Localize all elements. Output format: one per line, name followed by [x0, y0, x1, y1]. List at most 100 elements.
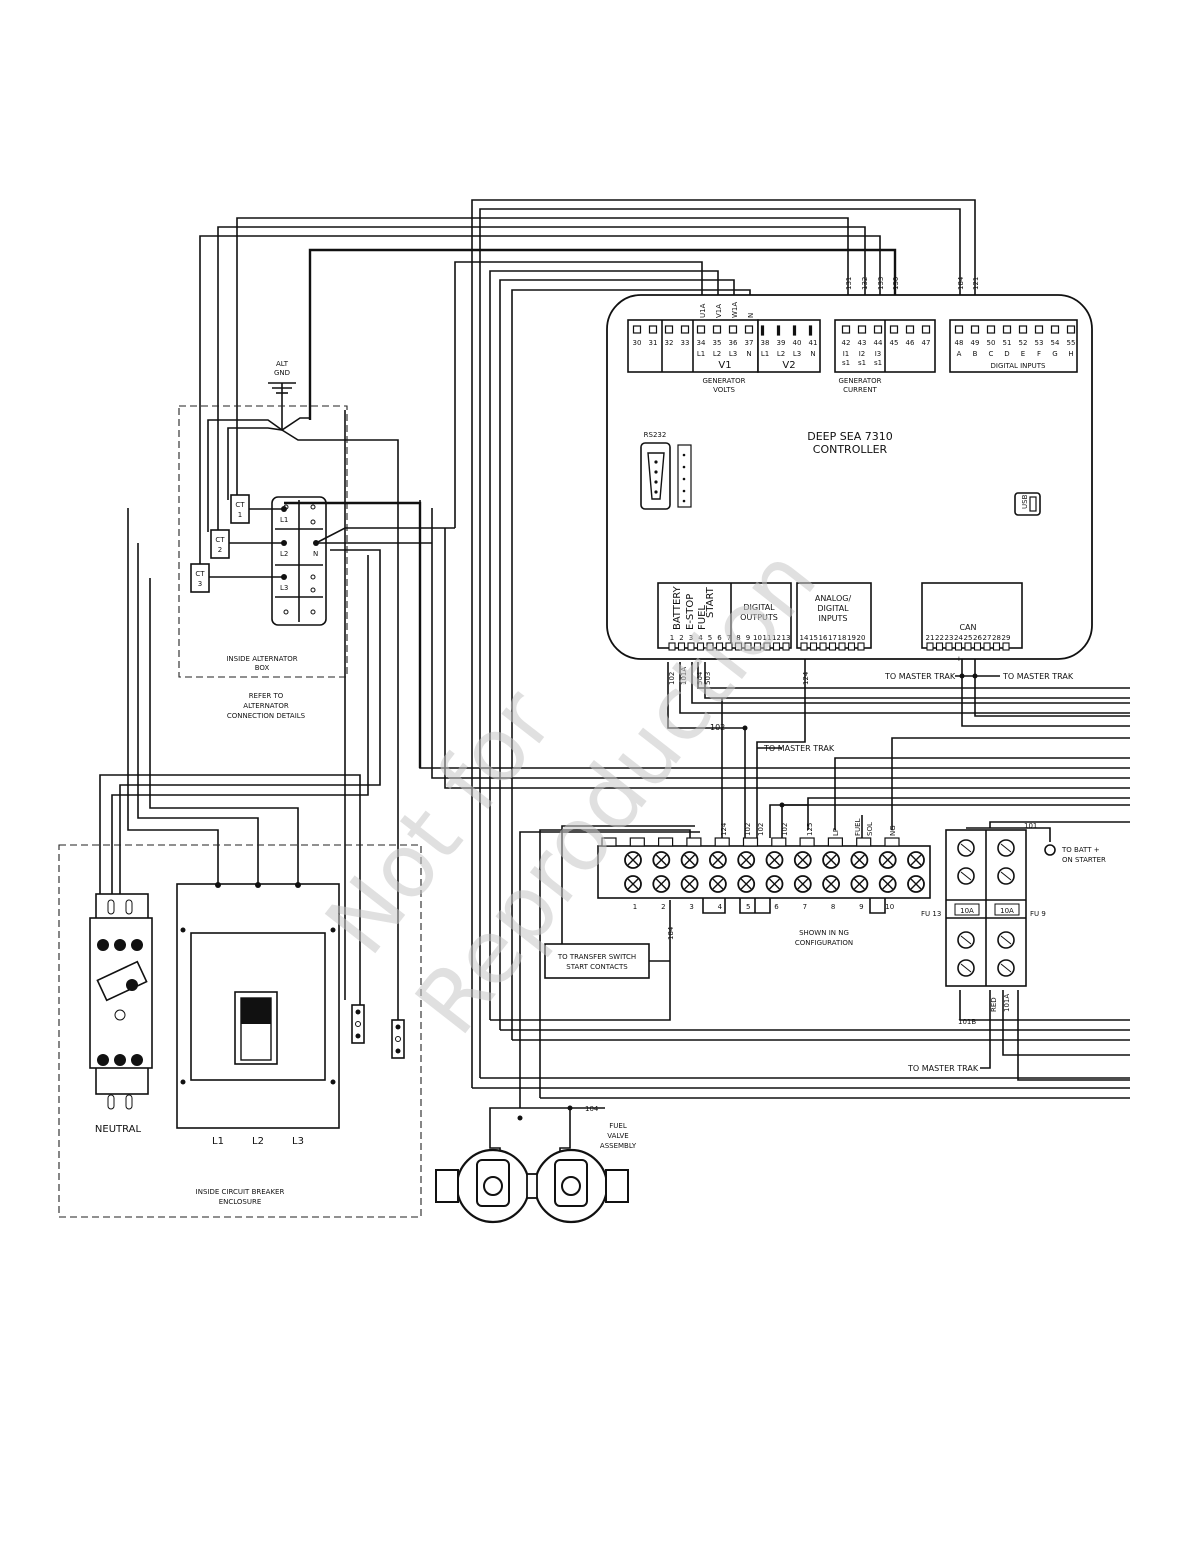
- terminal-pin: [680, 325, 690, 334]
- breaker-enclosure-label-2: ENCLOSURE: [219, 1198, 262, 1206]
- master-trak-bottom-label: TO MASTER TRAK: [907, 1064, 979, 1073]
- wire-bundle: [99, 199, 1130, 1138]
- breaker-l2: L2: [252, 1136, 264, 1147]
- digital-outputs-label-2: OUTPUTS: [740, 613, 778, 622]
- screw-slot: [769, 854, 780, 866]
- svg-text:133: 133: [877, 277, 885, 290]
- terminal-pin: [905, 325, 915, 334]
- screw-slot: [825, 878, 837, 890]
- terminal-sub: L2: [713, 350, 721, 358]
- svg-text:NG: NG: [889, 825, 897, 836]
- terminal-number: 2: [679, 634, 683, 642]
- terminal-pin: [964, 642, 972, 651]
- alternator-box-label: INSIDE ALTERNATOR: [226, 655, 297, 663]
- terminal-pin: [728, 325, 738, 334]
- batt-label: TO BATT +: [1061, 846, 1100, 854]
- terminal-pin: [706, 642, 714, 651]
- terminal-number: 41: [809, 339, 818, 347]
- svg-text:102: 102: [757, 823, 765, 836]
- svg-text:3: 3: [198, 580, 202, 588]
- terminal-number: 18: [838, 634, 847, 642]
- neutral-block: [89, 893, 153, 1110]
- terminal-number: 25: [964, 634, 973, 642]
- terminal-number: 4: [698, 634, 703, 642]
- terminal-number: 37: [745, 339, 754, 347]
- svg-text:USB: USB: [1021, 494, 1029, 509]
- terminal-sub: L2: [777, 350, 785, 358]
- terminal-pin: [687, 642, 695, 651]
- terminal-sub: G: [1052, 350, 1057, 358]
- strip-number: 2: [661, 903, 665, 911]
- terminal-number: 28: [992, 634, 1001, 642]
- screw-slot: [655, 854, 667, 866]
- terminal-pin: [926, 642, 934, 651]
- terminal-pin: [668, 642, 676, 651]
- terminal-number: 47: [922, 339, 931, 347]
- terminal-sub: A: [957, 350, 962, 358]
- screw-slot: [740, 854, 752, 866]
- terminal-number: 51: [1003, 339, 1012, 347]
- refer-label-3: CONNECTION DETAILS: [227, 712, 306, 720]
- breaker-l3: L3: [292, 1136, 304, 1147]
- usb-port-icon: USB: [1014, 492, 1041, 516]
- terminal-sub: B: [973, 350, 978, 358]
- screw-slot: [882, 854, 894, 866]
- terminal-pin: [1034, 325, 1044, 334]
- svg-text:131: 131: [845, 277, 853, 290]
- alt-gnd-label: ALT: [276, 360, 289, 368]
- svg-text:ASSEMBLY: ASSEMBLY: [600, 1142, 637, 1150]
- strip-tab: [799, 837, 815, 847]
- terminal-pin: [954, 642, 963, 651]
- terminal-number: 44: [874, 339, 883, 347]
- terminal-sub: F: [1037, 350, 1041, 358]
- strip-number: 8: [831, 903, 835, 911]
- strip-number: 7: [803, 903, 807, 911]
- terminal-number: 53: [1035, 339, 1044, 347]
- ground-icon: [268, 382, 296, 398]
- terminal-pin: [921, 325, 931, 334]
- digital-inputs-label: DIGITAL INPUTS: [991, 362, 1047, 370]
- terminal-number: 14: [800, 634, 809, 642]
- svg-text:104: 104: [585, 1105, 599, 1113]
- can-label: CAN: [959, 623, 976, 632]
- terminal-pin: [760, 325, 765, 336]
- terminal-pin: [1050, 325, 1060, 334]
- neutral-label: NEUTRAL: [95, 1124, 142, 1135]
- svg-text:121: 121: [972, 277, 980, 290]
- terminal-pin: [828, 642, 837, 651]
- svg-text:102: 102: [668, 672, 676, 685]
- terminal-pin: [696, 325, 706, 334]
- screw-slot: [684, 854, 696, 866]
- terminal-pin: [1002, 642, 1010, 651]
- terminal-number: 20: [857, 634, 866, 642]
- terminal-pin: [1066, 325, 1076, 334]
- svg-text:W1A: W1A: [731, 302, 739, 318]
- terminal-sub: I3: [875, 350, 882, 358]
- terminal-pin: [753, 642, 762, 651]
- analog-inputs-label: ANALOG/: [815, 594, 852, 603]
- terminal-sub: N: [810, 350, 815, 358]
- svg-text:SOL: SOL: [866, 822, 874, 836]
- strip-tab: [714, 837, 730, 847]
- master-trak-labels: TO MASTER TRAK TO MASTER TRAK 102 TO MAS…: [710, 672, 1074, 808]
- svg-text:V1A: V1A: [715, 304, 723, 318]
- rs232-port-icon: [640, 442, 692, 510]
- strip-tab: [601, 837, 617, 847]
- svg-text:130: 130: [892, 277, 900, 290]
- v2-label: V2: [782, 360, 795, 371]
- terminal-number: 21: [926, 634, 935, 642]
- terminal-pin: [983, 642, 991, 651]
- strip-number: 6: [774, 903, 779, 911]
- battery-terminal-icon: [1044, 844, 1056, 856]
- screw-slot: [797, 854, 809, 866]
- alternator-box-label-2: BOX: [255, 664, 270, 672]
- fu13-label: FU 13: [921, 910, 941, 918]
- svg-text:START CONTACTS: START CONTACTS: [566, 963, 628, 971]
- svg-text:N: N: [313, 550, 318, 558]
- terminal-number: 45: [890, 339, 899, 347]
- svg-text:N: N: [747, 313, 755, 318]
- terminal-number: 13: [782, 634, 791, 642]
- screw-slot: [769, 878, 780, 890]
